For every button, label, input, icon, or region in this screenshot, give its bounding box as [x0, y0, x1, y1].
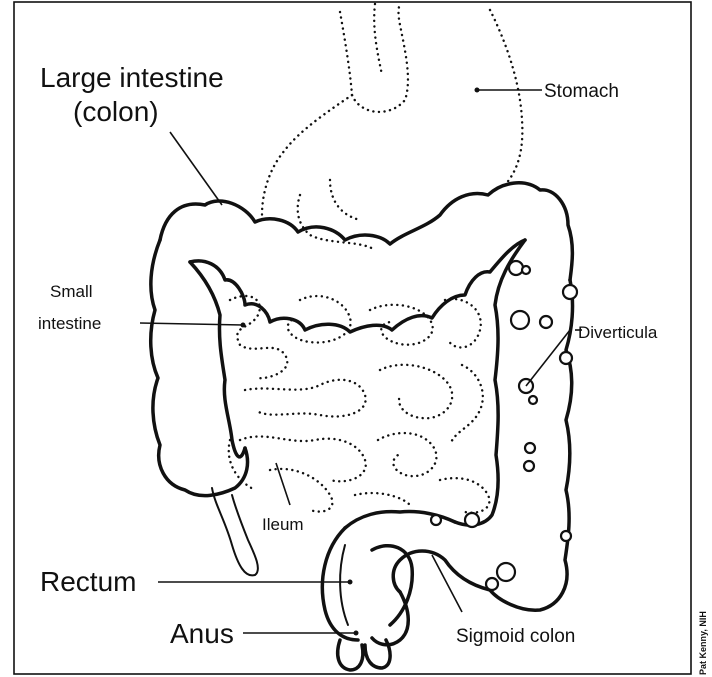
label-stomach: Stomach	[544, 81, 619, 102]
label-ileum: Ileum	[262, 515, 304, 534]
label-intestine: intestine	[38, 314, 101, 333]
diverticula-pouches	[431, 261, 577, 590]
label-sigmoid-colon: Sigmoid colon	[456, 626, 575, 647]
stomach-outline	[262, 4, 522, 250]
leader-lines	[140, 88, 582, 636]
label-rectum: Rectum	[40, 566, 136, 597]
label-small: Small	[50, 282, 93, 301]
label-anus: Anus	[170, 618, 234, 649]
credit-text: Pat Kenny, NIH	[698, 611, 708, 675]
large-intestine	[151, 183, 573, 670]
label-large-intestine: Large intestine	[40, 62, 224, 93]
label-colon: (colon)	[73, 96, 159, 127]
label-diverticula: Diverticula	[578, 323, 658, 342]
